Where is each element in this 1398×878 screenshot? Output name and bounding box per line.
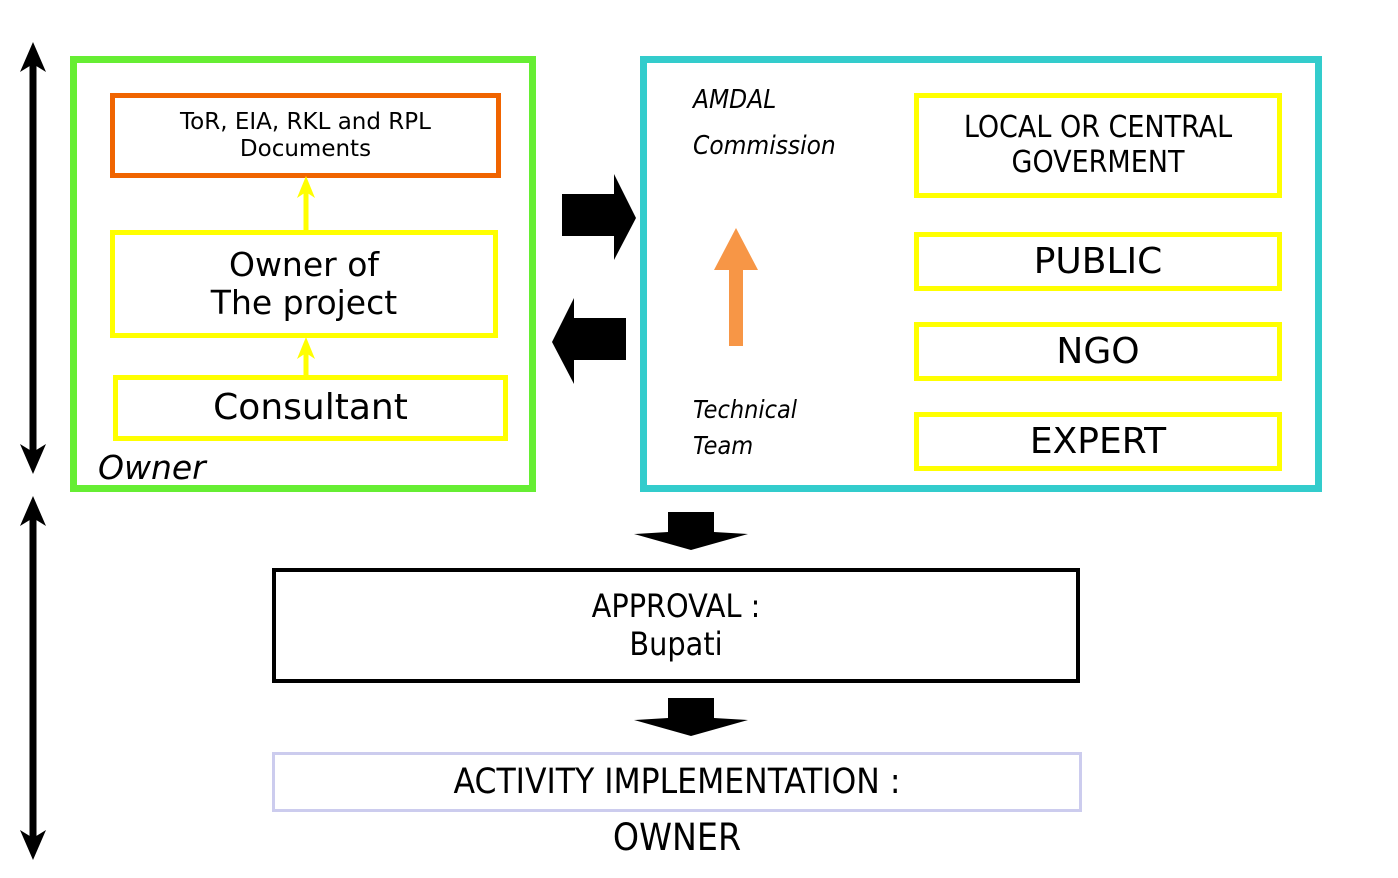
member-box-expert[interactable]: EXPERT [914, 412, 1282, 471]
scope-arrow-upper [20, 42, 46, 474]
expert-label: EXPERT [1029, 420, 1167, 462]
owner-panel-label: Owner [98, 448, 206, 487]
amdal-label-line1: AMDAL [693, 85, 777, 115]
scope-arrow-lower [20, 496, 46, 860]
member-box-public[interactable]: PUBLIC [914, 232, 1282, 291]
activity-owner-label: OWNER [612, 816, 742, 859]
tech-label-line2: Team [693, 431, 754, 461]
ngo-label: NGO [1056, 330, 1140, 372]
approval-line2: Bupati [629, 624, 723, 663]
activity-line1: ACTIVITY IMPLEMENTATION : [453, 761, 901, 802]
owner-project-line2: The project [210, 283, 398, 322]
documents-line1: ToR, EIA, RKL and RPL [180, 108, 431, 135]
amdal-label-line2: Commission [693, 130, 836, 161]
submit-arrow-right-icon [562, 174, 636, 260]
owner-project-line1: Owner of [228, 244, 380, 284]
member-box-government[interactable]: LOCAL OR CENTRAL GOVERMENT [914, 93, 1282, 198]
approval-line1: APPROVAL : [591, 587, 761, 626]
consultant-to-owner-arrow-icon [297, 337, 315, 379]
to-approval-arrow-down-icon [634, 512, 748, 550]
return-arrow-left-icon [552, 298, 626, 384]
public-label: PUBLIC [1033, 240, 1163, 282]
tech-label-line1: Technical [693, 395, 798, 424]
gov-line1: LOCAL OR CENTRAL [963, 109, 1233, 145]
documents-box[interactable]: ToR, EIA, RKL and RPL Documents [110, 93, 501, 178]
technical-team-label: Technical Team [693, 392, 797, 465]
consultant-box[interactable]: Consultant [113, 375, 508, 441]
owner-to-documents-arrow-icon [297, 176, 315, 232]
approval-box[interactable]: APPROVAL : Bupati [272, 568, 1080, 683]
owner-of-project-box[interactable]: Owner of The project [110, 230, 498, 338]
amdal-commission-label: AMDAL Commission [693, 78, 836, 169]
team-to-commission-arrow-icon [714, 228, 758, 346]
to-activity-arrow-down-icon [634, 698, 748, 736]
activity-implementation-box[interactable]: ACTIVITY IMPLEMENTATION : [272, 752, 1082, 812]
documents-line2: Documents [239, 135, 372, 162]
gov-line2: GOVERMENT [1011, 144, 1185, 180]
consultant-label: Consultant [213, 387, 408, 429]
member-box-ngo[interactable]: NGO [914, 322, 1282, 381]
